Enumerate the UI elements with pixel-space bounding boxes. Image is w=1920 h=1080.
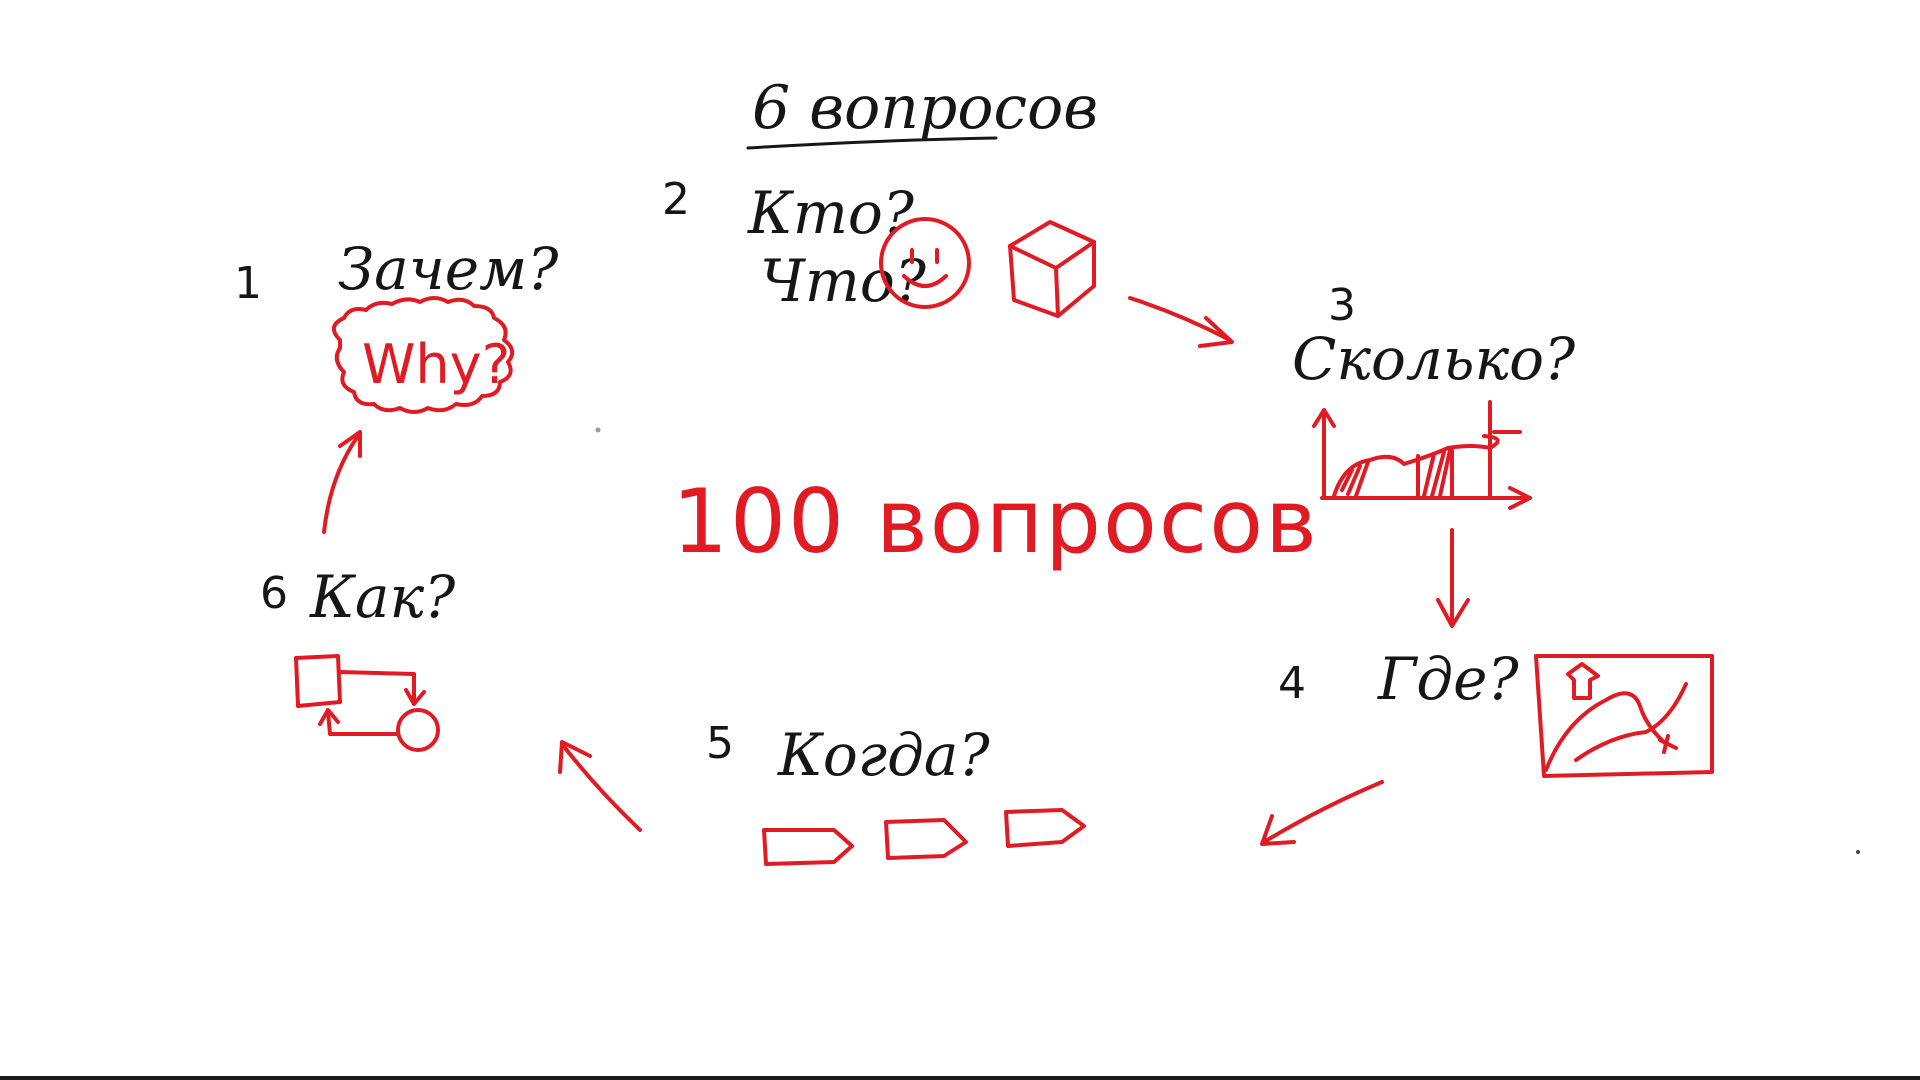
step-number-1: 1 — [234, 258, 262, 309]
smiley-face-icon — [879, 217, 971, 309]
step-question-2a: Кто? — [748, 179, 914, 247]
center-text: 100 вопросов — [672, 470, 1319, 573]
area-chart-icon — [1312, 400, 1532, 510]
step-question-4: Где? — [1378, 645, 1519, 713]
step-number-2: 2 — [662, 174, 690, 225]
cube-icon — [1008, 220, 1096, 318]
step-question-3: Сколько? — [1292, 325, 1576, 393]
arrow-4-to-5 — [1260, 780, 1384, 846]
map-icon — [1534, 654, 1714, 778]
page-title: 6 вопросов — [752, 73, 1099, 143]
step-question-5: Когда? — [778, 721, 990, 789]
stray-dot — [1856, 850, 1860, 854]
why-label: Why? — [362, 333, 511, 396]
bottom-border — [0, 1076, 1920, 1080]
step-number-4: 4 — [1278, 658, 1306, 709]
step-number-6: 6 — [260, 568, 288, 619]
stray-dot — [595, 427, 601, 433]
process-flow-icon — [294, 654, 440, 752]
cloud-bubble-icon — [332, 296, 515, 414]
step-number-3: 3 — [1328, 280, 1356, 331]
step-question-6: Как? — [310, 563, 456, 631]
title-underline — [746, 136, 998, 150]
step-question-1: Зачем? — [338, 235, 559, 303]
arrow-5-to-6 — [558, 740, 642, 832]
step-number-5: 5 — [706, 718, 734, 769]
arrow-3-to-4 — [1436, 528, 1470, 628]
timeline-arrows-icon — [762, 808, 1086, 866]
arrow-6-to-1 — [322, 430, 362, 534]
arrow-2-to-3 — [1128, 296, 1234, 348]
